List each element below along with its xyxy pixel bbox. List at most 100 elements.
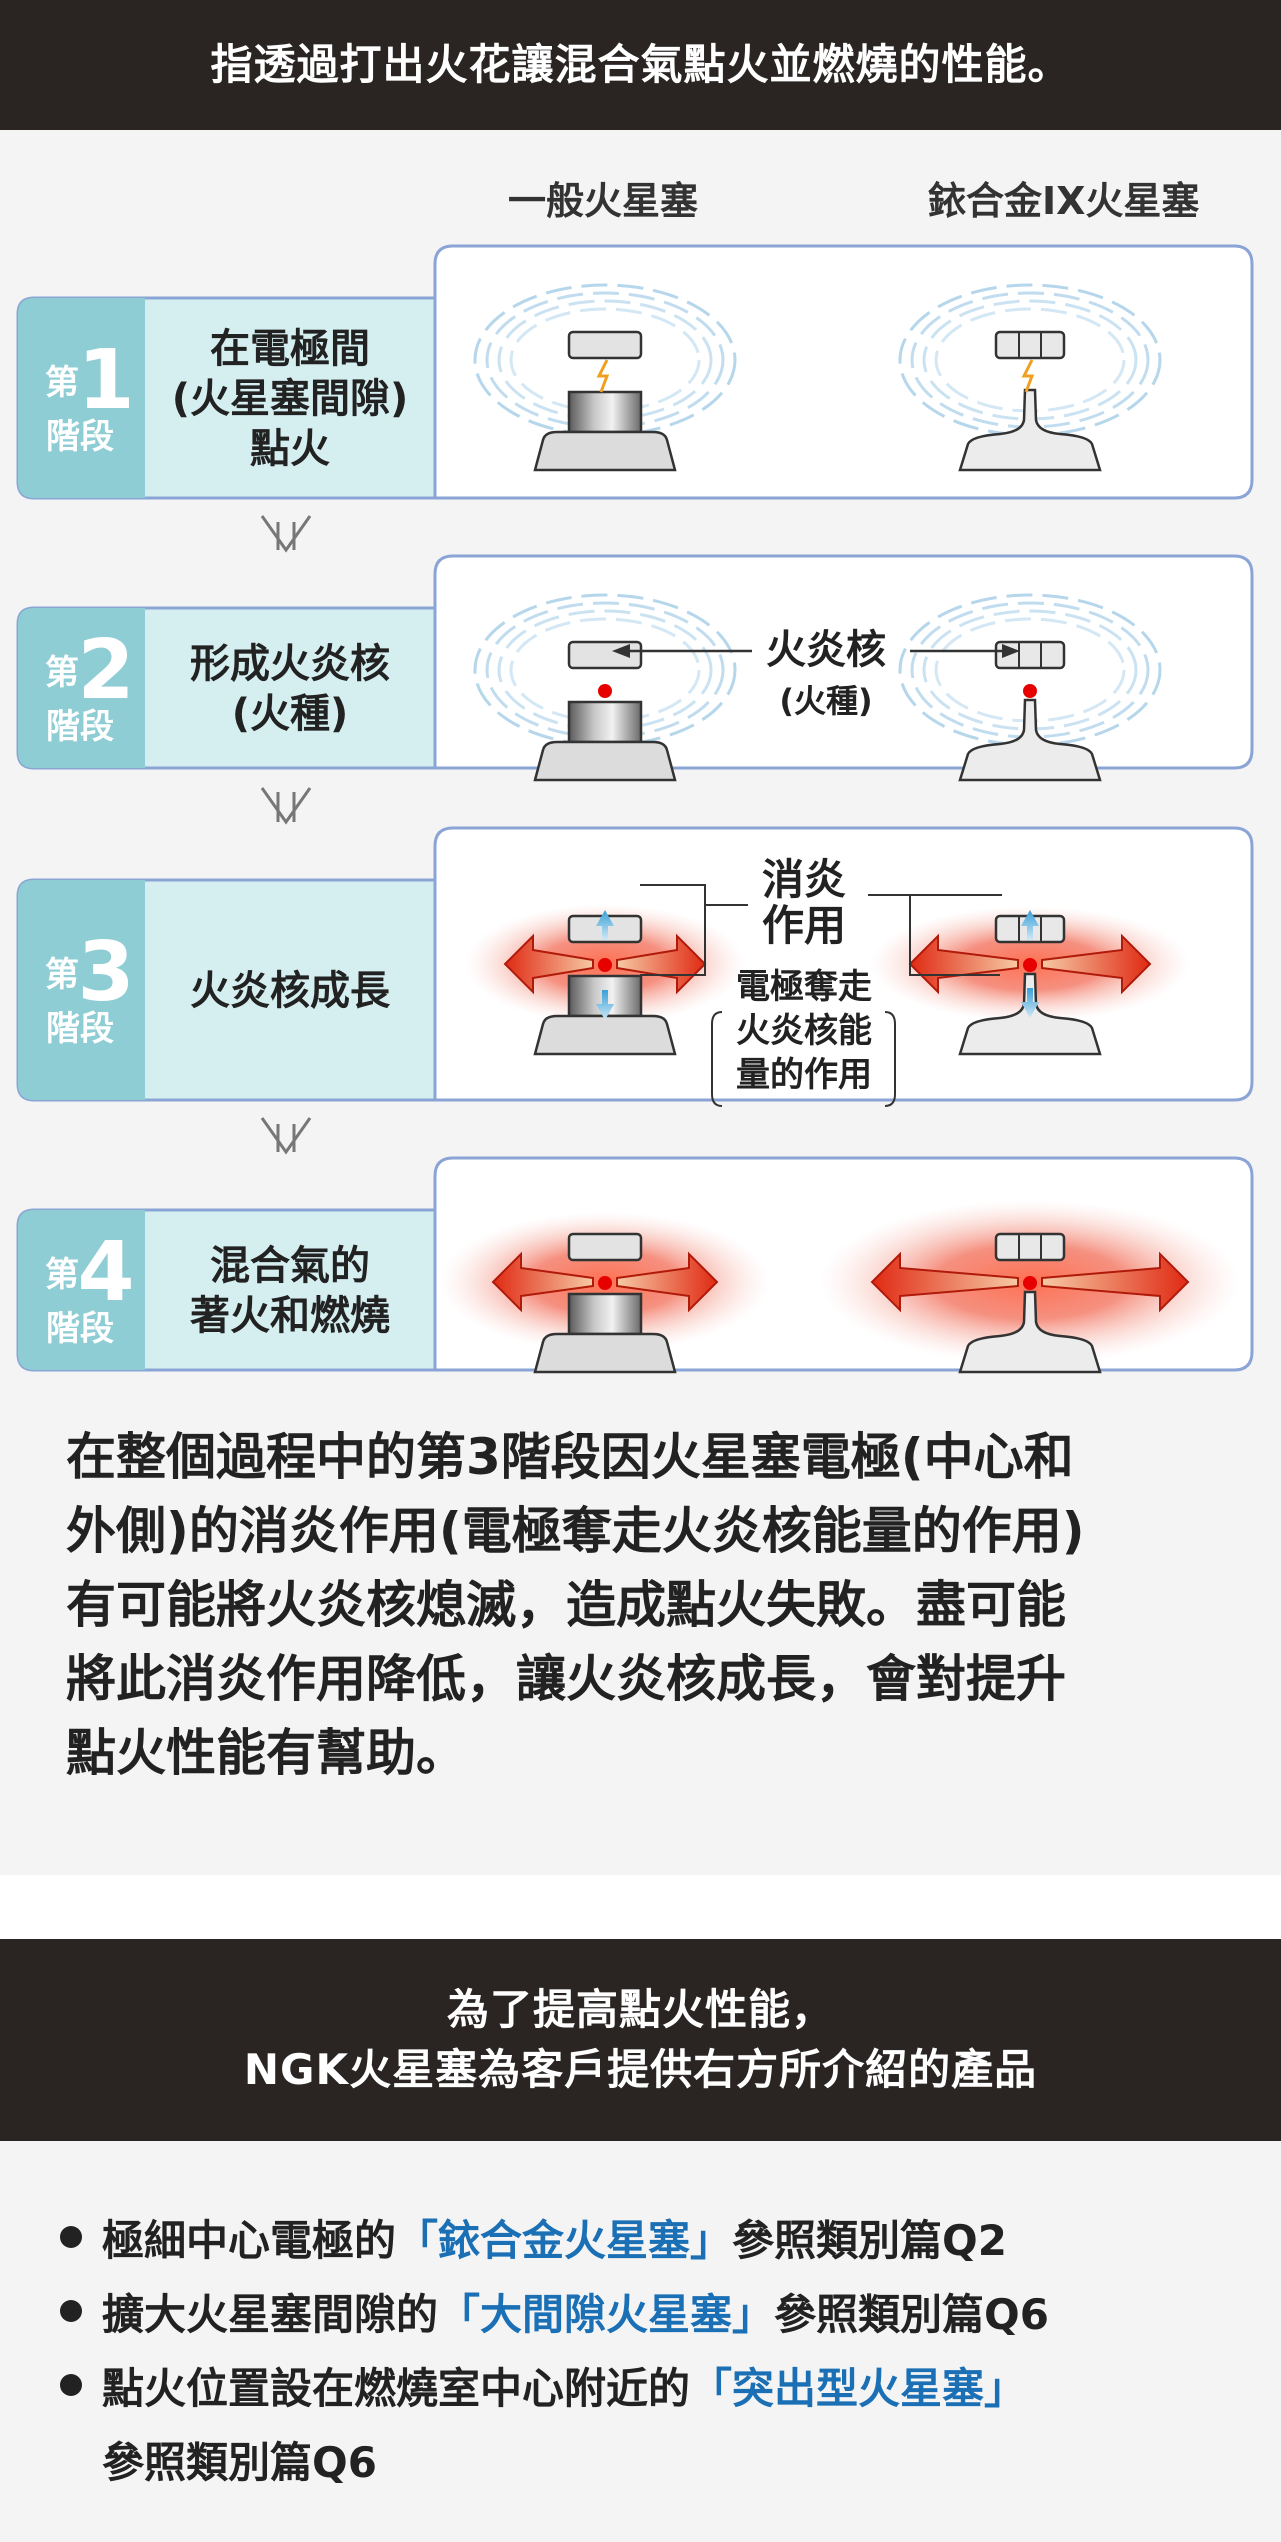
center-electrode-icon [567,700,643,744]
stage-description-line: (火種) [232,691,349,737]
electrode-label-1: 電極奪走 [736,967,872,1007]
insulator-icon [533,430,677,472]
stage-description-line: (火星塞間隙) [172,376,409,422]
list-item: 擴大火星塞間隙的 「大間隙火星塞」 參照類別篇Q6 [60,2274,1240,2348]
list-item-continuation: 參照類別篇Q6 [60,2422,1240,2496]
stage-description-line: 混合氣的 [210,1243,370,1289]
stage-description-line: 點火 [250,426,330,472]
stage-description-line: 火炎核成長 [190,968,391,1014]
products-panel [0,2141,1281,2542]
insulator-icon [533,1014,677,1056]
center-electrode-icon [567,390,643,434]
flame-core-sublabel: (火種) [779,682,872,720]
stage-prefix: 第 [45,1255,79,1295]
list-item: 極細中心電極的 「銥合金火星塞」 參照類別篇Q2 [60,2200,1240,2274]
ground-electrode-icon [567,640,643,670]
stage-description-line: 著火和燃燒 [190,1293,390,1339]
flame-core-icon [1023,1276,1037,1290]
flame-arrow-right-icon [616,1251,719,1313]
fine-center-electrode-icon [958,388,1102,472]
paragraph-line: 點火性能有幫助。 [66,1724,466,1782]
paragraph-line: 在整個過程中的第3階段因火星塞電極(中心和 [66,1428,1074,1486]
heat-loss-arrow-icon [596,990,614,1020]
bullet-text: 擴大火星塞間隙的 [102,2289,439,2339]
arrowhead-left-icon [612,644,630,658]
list-item: 點火位置設在燃燒室中心附近的 「突出型火星塞」 [60,2348,1240,2422]
stage-transition-arrow-icon [260,1117,312,1155]
stage-badge [18,298,145,498]
quench-bracket-right [909,894,1002,976]
paragraph-line: 將此消炎作用降低，讓火炎核成長，會對提升 [66,1650,1066,1708]
annotation-flame-core: 火炎核 (火種) [612,627,1020,720]
section2-banner: 為了提高點火性能， NGK火星塞為客戶提供右方所介紹的產品 [0,1939,1281,2141]
insulator-icon [533,1332,677,1374]
bullet-reference: 參照類別篇Q2 [732,2215,1007,2265]
spark-icon [1021,359,1035,393]
product-list: 極細中心電極的 「銥合金火星塞」 參照類別篇Q2 擴大火星塞間隙的 「大間隙火星… [60,2200,1240,2496]
paren-right-icon [884,1011,896,1107]
stage-prefix: 第 [45,653,79,693]
ground-electrode-icon [994,330,1066,360]
quench-label-2: 作用 [762,901,846,950]
flame-arrow-left-icon [908,933,1019,995]
spark-icon [596,359,610,393]
column-head-standard: 一般火星塞 [508,179,699,223]
paragraph-line: 外側)的消炎作用(電極奪走火炎核能量的作用) [66,1502,1085,1560]
stage-description-line: 在電極間 [210,326,370,372]
product-link-iridium[interactable]: 「銥合金火星塞」 [396,2215,733,2265]
stage-suffix: 階段 [46,417,114,457]
flame-core-label: 火炎核 [766,627,886,673]
flame-arrow-left-icon [503,933,594,995]
header-banner: 指透過打出火花讓混合氣點火並燃燒的性能。 [0,0,1281,130]
quench-bracket-left [640,884,706,976]
stage-prefix: 第 [45,955,79,995]
stage-suffix: 階段 [46,707,114,747]
header-title: 指透過打出火花讓混合氣點火並燃燒的性能。 [210,40,1071,89]
bullet-reference: 參照類別篇Q6 [774,2289,1049,2339]
stage-suffix: 階段 [46,1009,114,1049]
section2-title-line1: 為了提高點火性能， [446,1985,834,2034]
product-link-wide-gap[interactable]: 「大間隙火星塞」 [438,2289,775,2339]
flame-core-icon [598,958,612,972]
flame-core-icon [598,1276,612,1290]
ground-electrode-icon [567,330,643,360]
stage-number: 3 [77,925,134,1020]
stage-number: 1 [77,333,134,428]
fine-center-electrode-icon [958,698,1102,782]
heat-loss-arrow-icon [1021,988,1039,1018]
stage-badge [18,1210,145,1370]
stage-prefix: 第 [45,363,79,403]
stage-number: 2 [77,623,134,718]
bullet-icon [60,2300,82,2322]
stage-number: 4 [77,1225,134,1320]
flame-arrow-left-icon [870,1251,1019,1313]
arrow-head [260,515,312,553]
bullet-icon [60,2374,82,2396]
center-electrode-icon [567,1292,643,1336]
stage-description-line: 形成火炎核 [190,641,390,687]
stage-suffix: 階段 [46,1309,114,1349]
flame-core-icon [598,684,612,698]
flame-arrow-right-icon [1041,1251,1190,1313]
bullet-reference: 參照類別篇Q6 [102,2437,377,2487]
bullet-text: 點火位置設在燃燒室中心附近的 [102,2363,691,2413]
heat-loss-arrow-icon [1021,910,1039,940]
stage-badge [18,880,145,1100]
product-link-projected[interactable]: 「突出型火星塞」 [690,2363,1027,2413]
quench-label-1: 消炎 [762,855,846,904]
section2-title-line2: NGK火星塞為客戶提供右方所介紹的產品 [243,2045,1038,2094]
heat-loss-arrow-icon [596,910,614,940]
stage-badge [18,608,145,768]
flame-arrow-left-icon [491,1251,594,1313]
bullet-icon [60,2226,82,2248]
annotation-quench [640,884,1002,1107]
stage-transition-arrow-icon [260,515,312,553]
bullet-text: 極細中心電極的 [102,2215,397,2265]
flame-core-icon [1023,684,1037,698]
ground-electrode-icon [567,1232,643,1262]
explanation-paragraph: 在整個過程中的第3階段因火星塞電極(中心和 外側)的消炎作用(電極奪走火炎核能量… [66,1420,1216,1790]
arrowhead-right-icon [1002,644,1020,658]
paren-left-icon [711,1011,723,1107]
